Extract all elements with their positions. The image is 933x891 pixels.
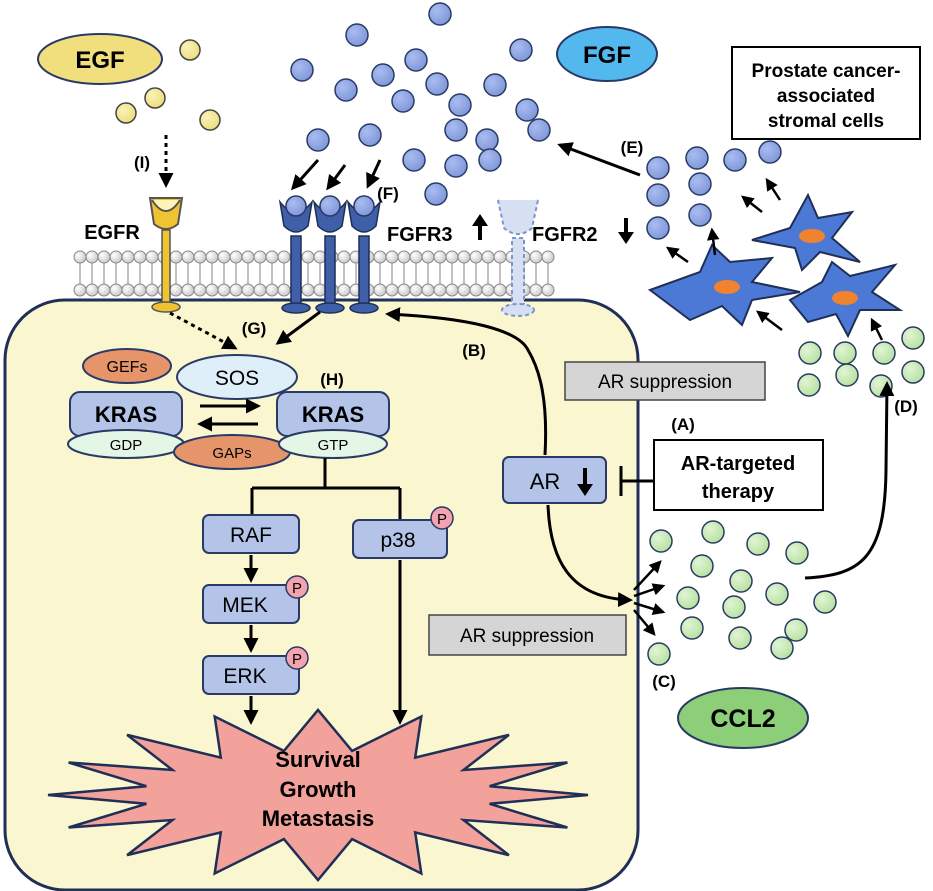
fgf-label: FGF <box>583 42 631 69</box>
fgfr3-up-arrow-icon <box>472 214 488 240</box>
stromal-label-line1: Prostate cancer- <box>752 61 901 82</box>
ar-down-arrow-icon <box>577 468 593 496</box>
outcome-survival: Survival <box>275 747 361 772</box>
mek-phospho-icon <box>285 575 309 599</box>
outcome-growth: Growth <box>280 777 357 802</box>
ar-suppression-c-label: AR suppression <box>460 626 594 647</box>
ccl2-ligands <box>647 326 925 666</box>
stromal-label-box <box>731 46 921 140</box>
fgfr2-label: FGFR2 <box>532 224 598 246</box>
step-h-label: (H) <box>320 370 344 389</box>
ccl2-label: CCL2 <box>710 705 775 733</box>
egf-ligands <box>115 39 221 131</box>
p38-box <box>352 519 448 559</box>
kras-exchange-arrows <box>197 398 261 432</box>
ar-suppression-c-box <box>428 614 627 656</box>
fgf-binding-arrows <box>291 159 382 191</box>
egfr-label: EGFR <box>84 222 140 244</box>
p38-label: p38 <box>380 529 415 552</box>
fgf-oval <box>556 26 658 82</box>
fgfr3-receptors <box>278 195 382 314</box>
stromal-fgf-arrow-e <box>557 142 641 177</box>
ar-fgfr-arrow <box>385 307 548 456</box>
outcome-metastasis: Metastasis <box>262 806 375 831</box>
mek-box <box>202 584 300 624</box>
egf-label: EGF <box>75 47 124 74</box>
ccl2-oval <box>677 687 809 749</box>
ar-inhibition <box>619 466 654 496</box>
ar-therapy-line2: therapy <box>702 481 775 503</box>
egf-oval <box>37 33 163 85</box>
step-b-label: (B) <box>462 341 486 360</box>
erk-phospho-label: P <box>292 651 302 668</box>
ar-therapy-box <box>653 439 824 511</box>
erk-label: ERK <box>223 665 266 688</box>
outcome-star <box>47 708 589 882</box>
sos-label: SOS <box>215 367 259 390</box>
ar-box <box>502 456 607 504</box>
p38-phospho-label: P <box>437 511 447 528</box>
kras-gdp-label: KRAS <box>95 402 157 427</box>
raf-box <box>202 514 300 554</box>
fgfr2-receptor <box>497 199 539 317</box>
fgfr-sos-arrow <box>275 310 321 345</box>
fgf-ligands <box>290 2 782 240</box>
gefs-oval <box>82 348 172 384</box>
kras-gtp-label: KRAS <box>302 402 364 427</box>
ccl2-release-arrows <box>633 560 666 636</box>
gaps-label: GAPs <box>212 445 251 462</box>
gdp-label: GDP <box>110 437 143 454</box>
step-f-label: (F) <box>377 184 399 203</box>
egfr-receptor <box>148 197 184 313</box>
mek-phospho-label: P <box>292 580 302 597</box>
fgfr2-down-arrow-icon <box>618 218 634 244</box>
erk-box <box>202 655 300 695</box>
stromal-cells <box>647 192 904 339</box>
ar-suppression-b-box <box>564 361 766 401</box>
stromal-label-line3: stromal cells <box>768 111 884 132</box>
step-a-label: (A) <box>671 415 695 434</box>
ar-suppression-b-label: AR suppression <box>598 372 732 393</box>
step-i-label: (I) <box>134 153 150 172</box>
gtp-label: GTP <box>318 437 349 454</box>
ar-therapy-line1: AR-targeted <box>681 453 795 475</box>
stromal-label-line2: associated <box>777 86 875 107</box>
step-g-label: (G) <box>242 319 267 338</box>
step-d-label: (D) <box>894 397 918 416</box>
step-c-label: (C) <box>652 672 676 691</box>
step-e-label: (E) <box>621 138 644 157</box>
raf-label: RAF <box>230 524 272 547</box>
gtp-oval <box>278 429 388 459</box>
kras-branch-lines <box>250 458 402 520</box>
p38-phospho-icon <box>430 506 454 530</box>
mek-label: MEK <box>222 594 268 617</box>
stromal-fgf-arrows <box>665 177 884 341</box>
ar-ccl2-arrow <box>546 504 633 608</box>
ar-label: AR <box>530 469 561 494</box>
sos-oval <box>176 354 298 400</box>
fgfr3-label: FGFR3 <box>387 224 453 246</box>
gefs-label: GEFs <box>107 359 148 376</box>
ccl2-stroma-arrow <box>804 381 895 580</box>
cell-membrane <box>73 250 555 297</box>
erk-phospho-icon <box>285 646 309 670</box>
